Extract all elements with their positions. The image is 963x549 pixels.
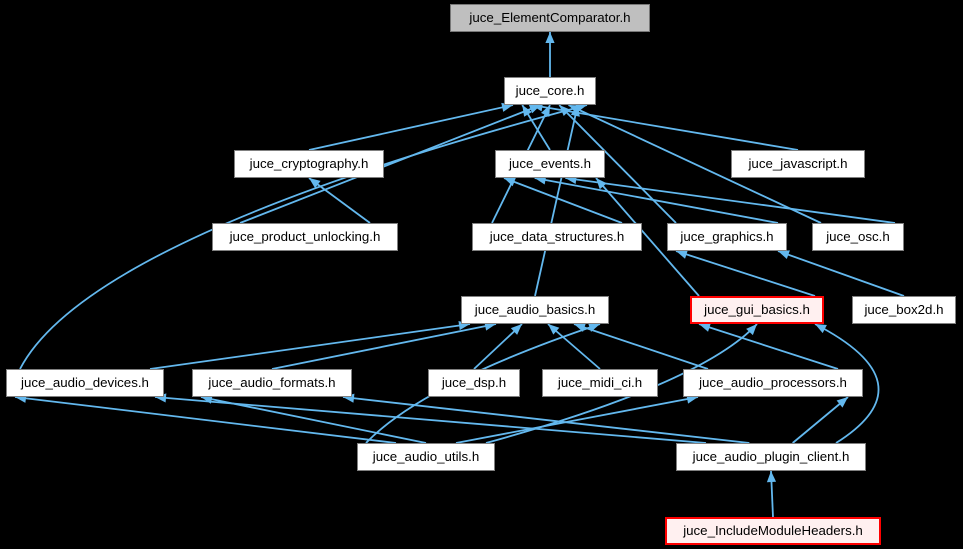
graph-node-javascript[interactable]: juce_javascript.h — [731, 150, 865, 178]
graph-node-audio_formats[interactable]: juce_audio_formats.h — [192, 369, 352, 397]
graph-edge-core-to-element_comparator — [545, 32, 554, 77]
graph-node-label: juce_box2d.h — [864, 303, 943, 316]
graph-node-label: juce_product_unlocking.h — [230, 230, 381, 243]
graph-node-include_headers[interactable]: juce_IncludeModuleHeaders.h — [665, 517, 881, 545]
graph-edge-audio_processors-to-audio_basics — [574, 323, 708, 369]
graph-node-label: juce_gui_basics.h — [704, 303, 810, 316]
graph-edge-graphics-to-events — [535, 175, 778, 223]
graph-node-data_structures[interactable]: juce_data_structures.h — [472, 223, 642, 251]
graph-edge-audio_plugin_client-to-audio_processors — [793, 397, 848, 443]
graph-node-audio_devices[interactable]: juce_audio_devices.h — [6, 369, 164, 397]
graph-edge-box2d-to-graphics — [778, 250, 904, 296]
graph-node-label: juce_events.h — [509, 157, 591, 170]
graph-node-label: juce_core.h — [516, 84, 585, 97]
graph-node-label: juce_audio_processors.h — [699, 376, 847, 389]
graph-node-cryptography[interactable]: juce_cryptography.h — [234, 150, 384, 178]
graph-node-osc[interactable]: juce_osc.h — [812, 223, 904, 251]
graph-edge-audio_plugin_client-to-audio_devices — [155, 393, 706, 443]
graph-node-dsp[interactable]: juce_dsp.h — [428, 369, 520, 397]
graph-node-box2d[interactable]: juce_box2d.h — [852, 296, 956, 324]
graph-node-label: juce_osc.h — [826, 230, 890, 243]
graph-node-label: juce_ElementComparator.h — [469, 11, 630, 24]
graph-node-audio_plugin_client[interactable]: juce_audio_plugin_client.h — [676, 443, 866, 471]
graph-node-midi_ci[interactable]: juce_midi_ci.h — [542, 369, 658, 397]
graph-node-label: juce_audio_utils.h — [373, 450, 479, 463]
graph-edge-audio_formats-to-audio_basics — [272, 322, 496, 369]
graph-node-label: juce_data_structures.h — [490, 230, 625, 243]
graph-node-label: juce_IncludeModuleHeaders.h — [683, 524, 863, 537]
graph-edge-audio_processors-to-gui_basics — [699, 323, 838, 369]
graph-edge-cryptography-to-core — [309, 103, 513, 150]
graph-node-core[interactable]: juce_core.h — [504, 77, 596, 105]
graph-node-label: juce_audio_plugin_client.h — [693, 450, 850, 463]
graph-node-events[interactable]: juce_events.h — [495, 150, 605, 178]
graph-edge-audio_basics-to-core — [535, 105, 580, 296]
graph-node-audio_processors[interactable]: juce_audio_processors.h — [683, 369, 863, 397]
graph-node-element_comparator[interactable]: juce_ElementComparator.h — [450, 4, 650, 32]
graph-node-audio_basics[interactable]: juce_audio_basics.h — [461, 296, 609, 324]
graph-node-product_unlocking[interactable]: juce_product_unlocking.h — [212, 223, 398, 251]
graph-node-graphics[interactable]: juce_graphics.h — [667, 223, 787, 251]
graph-node-gui_basics[interactable]: juce_gui_basics.h — [690, 296, 824, 324]
graph-node-label: juce_audio_basics.h — [475, 303, 596, 316]
graph-node-label: juce_audio_formats.h — [208, 376, 335, 389]
graph-node-label: juce_javascript.h — [748, 157, 847, 170]
graph-node-label: juce_dsp.h — [442, 376, 506, 389]
graph-edge-audio_utils-to-audio_processors — [456, 395, 698, 443]
graph-node-label: juce_graphics.h — [680, 230, 773, 243]
graph-node-label: juce_midi_ci.h — [558, 376, 642, 389]
graph-node-audio_utils[interactable]: juce_audio_utils.h — [357, 443, 495, 471]
graph-edge-include_headers-to-audio_plugin_client — [767, 471, 776, 517]
graph-node-label: juce_cryptography.h — [250, 157, 369, 170]
graph-node-label: juce_audio_devices.h — [21, 376, 149, 389]
